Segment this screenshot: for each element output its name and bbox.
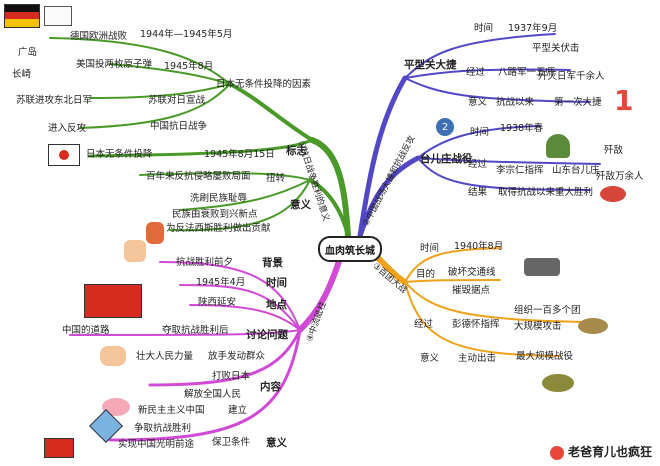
- node-c6: 新民主主义中国: [138, 405, 205, 416]
- node-goal-a: 破坏交通线: [448, 267, 496, 278]
- node-time2-val: 1938年春: [500, 123, 544, 134]
- node-c5: 建立: [228, 405, 248, 416]
- node-sign: 标志: [286, 145, 307, 157]
- ruler-number-one-icon: 1: [614, 84, 634, 117]
- germany-flag-icon: [4, 4, 40, 28]
- node-c3: 打败日本: [212, 371, 251, 382]
- node-bg: 背景: [262, 257, 283, 269]
- node-us-bomb: 美国投两枚原子弹: [76, 59, 153, 70]
- node-end-euro-date: 1944年—1945年5月: [140, 29, 233, 40]
- node-topic-val: 夺取抗战胜利后: [162, 325, 229, 336]
- node-date-0815: 1945年8月15日: [204, 149, 275, 160]
- node-li: 李宗仁指挥: [496, 165, 544, 176]
- node-attack: 大规模攻击: [514, 321, 562, 332]
- node-end-euro: 德国欧洲战败: [70, 31, 128, 42]
- node-time3: 时间: [420, 243, 440, 254]
- watermark: 老爸育儿也疯狂: [549, 443, 652, 460]
- watermark-logo-icon: [549, 445, 564, 460]
- node-where2: 经过: [468, 159, 488, 170]
- japan-flag-icon: [48, 144, 80, 166]
- node-mountain: 山东台儿庄: [552, 165, 600, 176]
- node-kill: 歼敌万余人: [596, 171, 644, 182]
- node-plane-label: 歼敌: [604, 145, 624, 156]
- node-date-1945-8: 1945年8月: [164, 61, 214, 72]
- node-changqi: 长崎: [12, 69, 32, 80]
- node-c2: 壮大人民力量: [136, 351, 194, 362]
- helmet-icon: [546, 134, 570, 158]
- node-cond: 保卫条件: [212, 437, 251, 448]
- magenta-branch-lines: [69, 249, 345, 442]
- node-topic: 讨论问题: [246, 329, 288, 341]
- node-time2: 时间: [470, 127, 490, 138]
- node-where1: 经过: [466, 67, 486, 78]
- white-flag-icon: [44, 6, 72, 26]
- node-goal-b: 摧毁据点: [452, 285, 491, 296]
- node-yiyi1: 意义: [468, 97, 488, 108]
- node-bo: 彭德怀指挥: [452, 319, 500, 330]
- node-yiyi4: 意义: [266, 437, 287, 449]
- node-taierzhuang: 台儿庄战役: [420, 153, 473, 165]
- node-time4-val: 1945年4月: [196, 277, 246, 288]
- node-yiyi: 意义: [290, 199, 311, 211]
- node-soviet: 苏联进攻东北日军: [16, 95, 93, 106]
- lips-icon: [600, 186, 626, 202]
- node-c1: 放手发动群众: [208, 351, 266, 362]
- node-place4-val: 陕西延安: [198, 297, 237, 308]
- node-meaning-a: 百年来反抗侵略屡败局面: [146, 171, 251, 182]
- node-army3: 组织一百多个团: [514, 305, 581, 316]
- node-hit1: 歼灭日军千余人: [538, 71, 605, 82]
- center-topic: 血肉筑长城: [318, 236, 382, 262]
- node-turn: 扭转: [266, 173, 286, 184]
- node-army1: 八路军一五师: [498, 67, 556, 78]
- coin-two-icon: 2: [436, 118, 454, 136]
- node-surrender-reason: 日本无条件投降的因素: [216, 79, 312, 90]
- node-time1: 时间: [474, 23, 494, 34]
- node-time1-val: 1937年9月: [508, 23, 558, 34]
- green-branch-lines: [49, 37, 351, 239]
- node-japan-surrender: 日本无条件投降: [86, 149, 153, 160]
- small-china-flag-icon: [44, 438, 74, 458]
- node-enter-fight: 进入反攻: [48, 123, 87, 134]
- node-cond-a: 争取抗战胜利: [134, 423, 192, 434]
- node-c4: 解放全国人民: [184, 389, 242, 400]
- node-declare-war: 苏联对日宣战: [148, 95, 206, 106]
- node-meaning-b: 民族由衰败到兴新点: [172, 209, 258, 220]
- china-flag-road-icon: [84, 284, 142, 318]
- node-meaning-c: 为反法西斯胜利做出贡献: [166, 223, 271, 234]
- node-time4: 时间: [266, 277, 287, 289]
- node-result-val: 取得抗战以来重大胜利: [498, 187, 594, 198]
- node-self: 主动出击: [458, 353, 497, 364]
- node-first: 第一次大捷: [554, 97, 602, 108]
- node-neirong: 内容: [260, 381, 281, 393]
- node-time3-val: 1940年8月: [454, 241, 504, 252]
- tank-icon: [524, 258, 560, 276]
- node-place4: 地点: [266, 299, 287, 311]
- watermark-text: 老爸育儿也疯狂: [567, 445, 652, 459]
- node-pingxing: 平型关大捷: [404, 59, 457, 71]
- blue-branch-lines: [357, 33, 601, 239]
- node-guangdao: 广岛: [18, 47, 38, 58]
- victory-hand-icon: [124, 240, 146, 262]
- node-big-win: 抗战以来: [496, 97, 535, 108]
- node-yiyi3: 意义: [420, 353, 440, 364]
- node-cond-b: 实现中国光明前途: [118, 439, 195, 450]
- muscle-arm-icon: [100, 346, 126, 366]
- node-biggest: 最大规模战役: [516, 351, 574, 362]
- node-china-fight: 中国抗日战争: [150, 121, 208, 132]
- node-place1: 平型关伏击: [532, 43, 580, 54]
- turtle-icon: [578, 318, 608, 334]
- orange-branch-lines: [367, 247, 591, 357]
- node-where3: 经过: [414, 319, 434, 330]
- node-bg-val: 抗战胜利前夕: [176, 257, 234, 268]
- node-goal: 目的: [416, 269, 436, 280]
- node-road: 中国的道路: [62, 325, 110, 336]
- node-wash: 洗刷民族耻辱: [190, 193, 248, 204]
- node-result: 结果: [468, 187, 488, 198]
- lantern-icon: [146, 222, 164, 244]
- turtle-icon-2: [542, 374, 574, 392]
